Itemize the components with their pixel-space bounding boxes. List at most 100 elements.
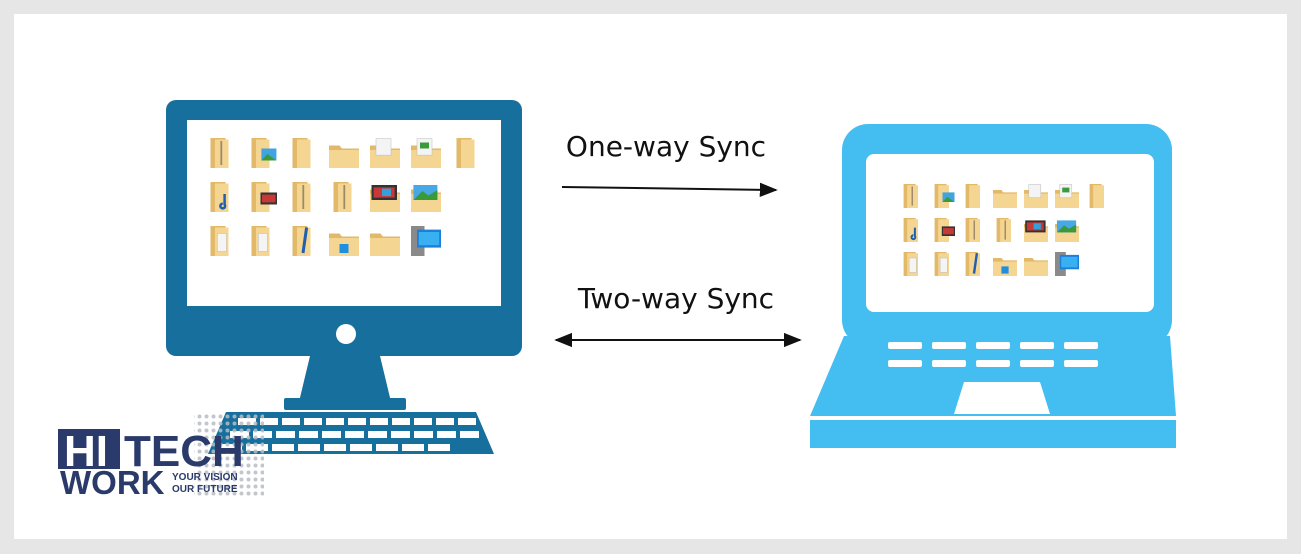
logo-tagline-2: OUR FUTURE	[172, 484, 238, 495]
one-way-arrow	[561, 182, 778, 197]
window-icon	[411, 226, 441, 256]
laptop-file-icons	[903, 184, 1104, 276]
laptop-key	[976, 342, 1010, 349]
zip-icon	[903, 184, 918, 208]
image-v-icon	[934, 184, 955, 208]
tall-icon	[456, 138, 475, 168]
one-way-sync: One-way Sync	[561, 130, 778, 197]
keyboard-key	[326, 418, 344, 425]
two-way-sync: Two-way Sync	[554, 282, 802, 348]
keyboard-key	[458, 418, 476, 425]
laptop-key	[888, 360, 922, 367]
laptop-keys	[888, 342, 1098, 367]
keyboard-key	[304, 418, 322, 425]
keyboard-key	[368, 431, 387, 438]
doc-icon	[934, 252, 949, 276]
landscape-icon	[411, 185, 441, 212]
keyboard-key	[324, 444, 346, 451]
laptop-key	[1020, 342, 1054, 349]
image-v-icon	[251, 138, 277, 168]
desktop-computer	[166, 100, 522, 410]
keyboard-key	[376, 444, 398, 451]
keyboard-key	[272, 444, 294, 451]
keyboard-key	[345, 431, 364, 438]
keyboard-key	[460, 431, 479, 438]
keyboard-key	[392, 418, 410, 425]
laptop-key	[1064, 342, 1098, 349]
keyboard-key	[299, 431, 318, 438]
laptop-computer	[810, 124, 1176, 448]
paper-img-icon	[1055, 184, 1080, 208]
tall-icon	[292, 138, 311, 168]
logo-dot-pattern	[194, 412, 264, 498]
tall-icon	[1089, 184, 1104, 208]
laptop-key	[888, 342, 922, 349]
keyboard-key	[414, 431, 433, 438]
zip-icon	[965, 218, 980, 242]
music-icon	[210, 182, 229, 212]
keyboard-key	[414, 418, 432, 425]
zip-icon	[333, 182, 352, 212]
keyboard-key	[437, 431, 456, 438]
doc-icon	[903, 252, 918, 276]
plain-icon	[370, 233, 400, 256]
laptop-base-edge	[810, 416, 1176, 420]
keyboard-key	[391, 431, 410, 438]
doc-icon	[210, 226, 229, 256]
diagram-canvas: One-way Sync Two-way Sync HI TECH WORK Y…	[14, 14, 1287, 539]
desktop-stand-base	[284, 398, 406, 410]
plain-icon	[993, 190, 1017, 208]
hitech-work-logo: HI TECH WORK YOUR VISION OUR FUTURE	[58, 412, 264, 501]
logo-hi-text: HI	[64, 427, 108, 476]
paper-icon	[370, 138, 400, 168]
pencil-icon	[965, 252, 980, 276]
tall-icon	[965, 184, 980, 208]
keyboard-key	[402, 444, 424, 451]
laptop-key	[1064, 360, 1098, 367]
two-way-sync-label: Two-way Sync	[577, 282, 774, 315]
sync-diagram: One-way Sync Two-way Sync HI TECH WORK Y…	[58, 100, 1176, 501]
pencil-icon	[292, 226, 311, 256]
laptop-touchpad	[954, 382, 1050, 414]
desktop-power-button	[336, 324, 356, 344]
logo-tech-text: TECH	[124, 427, 244, 476]
keyboard-key	[298, 444, 320, 451]
win-folder-icon	[993, 258, 1017, 276]
keyboard-key	[436, 418, 454, 425]
keyboard-key	[276, 431, 295, 438]
keyboard-key	[282, 418, 300, 425]
film-v-icon	[251, 182, 277, 212]
laptop-key	[976, 360, 1010, 367]
music-icon	[903, 218, 918, 242]
keyboard-key	[350, 444, 372, 451]
one-way-sync-label: One-way Sync	[566, 130, 766, 163]
laptop-key	[932, 342, 966, 349]
keyboard-key	[348, 418, 366, 425]
desktop-file-icons	[210, 138, 475, 256]
keyboard-key	[260, 418, 278, 425]
paper-icon	[1024, 184, 1048, 208]
keyboard-key	[428, 444, 450, 451]
logo-hi-block	[58, 429, 120, 469]
keyboard-key	[370, 418, 388, 425]
laptop-key	[1020, 360, 1054, 367]
film-icon	[370, 185, 400, 212]
zip-icon	[210, 138, 229, 168]
win-folder-icon	[329, 233, 359, 256]
logo-tagline-1: YOUR VISION	[172, 472, 238, 483]
laptop-key	[932, 360, 966, 367]
plain-icon	[1024, 258, 1048, 276]
window-icon	[1055, 252, 1079, 276]
film-icon	[1024, 220, 1048, 242]
zip-icon	[292, 182, 311, 212]
desktop-screen	[187, 120, 501, 306]
doc-icon	[251, 226, 270, 256]
desktop-stand	[298, 356, 392, 406]
logo-work-text: WORK	[60, 464, 165, 501]
keyboard-key	[322, 431, 341, 438]
film-v-icon	[934, 218, 955, 242]
plain-icon	[329, 145, 359, 168]
landscape-icon	[1055, 220, 1080, 242]
paper-img-icon	[411, 138, 441, 168]
zip-icon	[996, 218, 1011, 242]
